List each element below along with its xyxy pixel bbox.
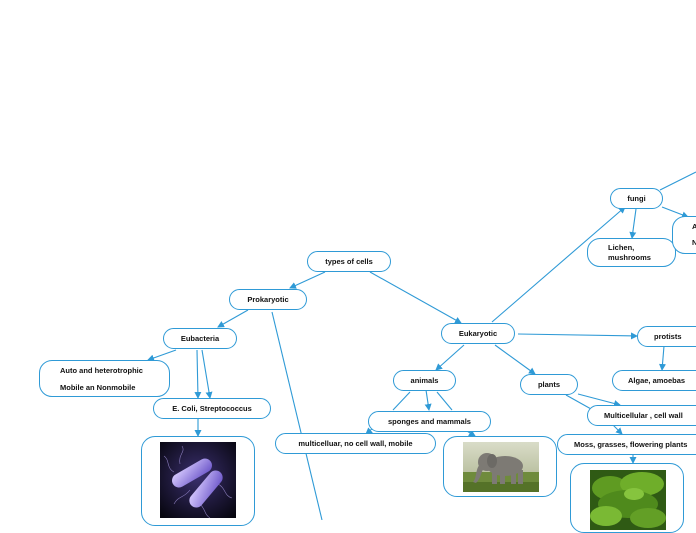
edge-protists-algae (659, 345, 666, 371)
node-fungi-right-line-2: N (692, 235, 696, 251)
node-auto-heterotrophic-line-1: Auto and heterotrophic (60, 365, 143, 375)
edge-prokaryotic-down (271, 311, 323, 520)
node-multicellular-plant[interactable]: Multicellular , cell wall (587, 405, 696, 426)
node-lichen-line-2: mushrooms (608, 252, 651, 262)
edge-fungi-up (659, 171, 696, 191)
node-prokaryotic[interactable]: Prokaryotic (229, 289, 307, 310)
edge-prokaryotic-eubacteria (217, 309, 249, 328)
edge-eubacteria-auto (147, 349, 177, 362)
elephant-image-box[interactable] (443, 436, 557, 497)
moss-image (590, 470, 666, 530)
edge-eubacteria-ecoli-2 (194, 349, 202, 399)
node-protists[interactable]: protists (637, 326, 696, 347)
edge-multicellular-moss (612, 424, 623, 435)
moss-image-box[interactable] (570, 463, 684, 533)
node-eukaryotic[interactable]: Eukaryotic (441, 323, 515, 344)
node-auto-heterotrophic[interactable]: Auto and heterotrophic Mobile an Nonmobi… (39, 360, 170, 397)
edge-eukaryotic-fungi (491, 206, 626, 323)
elephant-image (463, 442, 539, 492)
node-types-of-cells[interactable]: types of cells (307, 251, 391, 272)
edge-eukaryotic-animals (435, 344, 465, 371)
node-fungi[interactable]: fungi (610, 188, 663, 209)
node-moss-grasses[interactable]: Moss, grasses, flowering plants (557, 434, 696, 455)
node-ecoli-streptococcus[interactable]: E. Coli, Streptococcus (153, 398, 271, 419)
node-fungi-right-partial[interactable]: A N (672, 216, 696, 254)
node-eubacteria[interactable]: Eubacteria (163, 328, 237, 349)
edge-animals-sponges-3 (436, 391, 453, 411)
bacteria-image-box[interactable] (141, 436, 255, 526)
edge-eubacteria-ecoli-1 (201, 349, 213, 399)
node-fungi-right-line-1: A (692, 219, 696, 235)
edge-animals-sponges-1 (424, 389, 432, 411)
node-animals[interactable]: animals (393, 370, 456, 391)
node-plants[interactable]: plants (520, 374, 578, 395)
edge-eukaryotic-plants (494, 344, 536, 375)
edge-eukaryotic-protists (517, 332, 638, 340)
node-auto-heterotrophic-line-2: Mobile an Nonmobile (60, 382, 136, 392)
node-sponges-mammals[interactable]: sponges and mammals (368, 411, 491, 432)
edge-animals-sponges-2 (392, 391, 411, 411)
edge-plants-multicellular (577, 393, 621, 407)
node-multicellular-animal[interactable]: multicelluar, no cell wall, mobile (275, 433, 436, 454)
node-lichen-mushrooms[interactable]: Lichen, mushrooms (587, 238, 676, 267)
edge-fungi-right (661, 206, 689, 219)
node-algae-amoebas[interactable]: Algae, amoebas (612, 370, 696, 391)
edge-types-prokaryotic (289, 271, 326, 289)
edge-fungi-lichen (629, 208, 637, 239)
bacteria-image (160, 442, 236, 518)
edge-types-eukaryotic (369, 271, 462, 324)
node-lichen-line-1: Lichen, (608, 242, 635, 252)
